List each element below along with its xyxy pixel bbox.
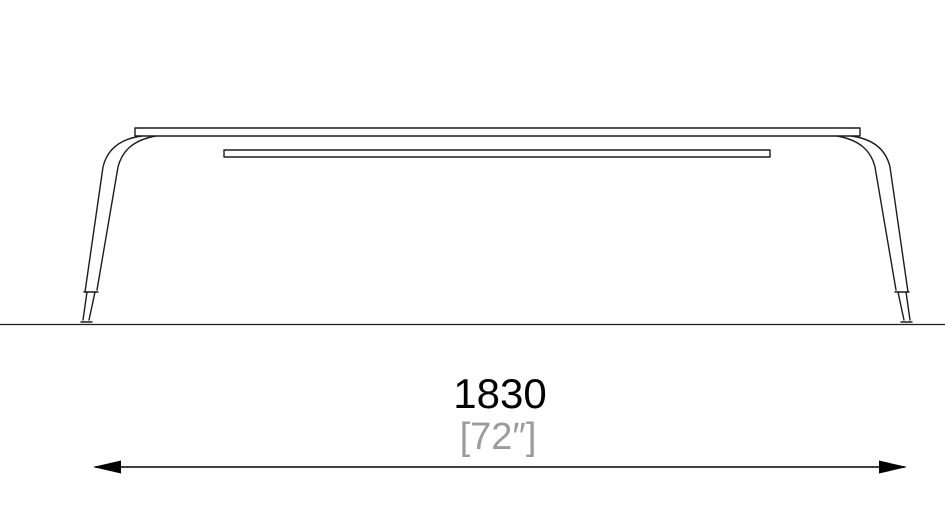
right-leg	[836, 135, 913, 323]
right-leg-inner-edge	[836, 135, 897, 291]
bench-under-rail	[223, 149, 771, 158]
right-leg-outer-edge	[850, 135, 909, 293]
left-foot-stem	[82, 291, 96, 321]
dimension-arrow-left	[93, 460, 121, 474]
bench-outline	[80, 127, 913, 323]
dimension-arrow-right	[879, 460, 907, 474]
left-leg-outer-edge	[84, 135, 143, 293]
dimension-value-inches: [72″]	[460, 416, 537, 458]
left-leg-inner-edge	[96, 135, 157, 291]
bench-top	[134, 127, 861, 137]
right-foot-stem	[897, 291, 911, 321]
dimension-annotation: 1830 [72″]	[93, 370, 907, 474]
dimension-value-mm: 1830	[453, 370, 546, 417]
left-leg	[80, 135, 157, 323]
